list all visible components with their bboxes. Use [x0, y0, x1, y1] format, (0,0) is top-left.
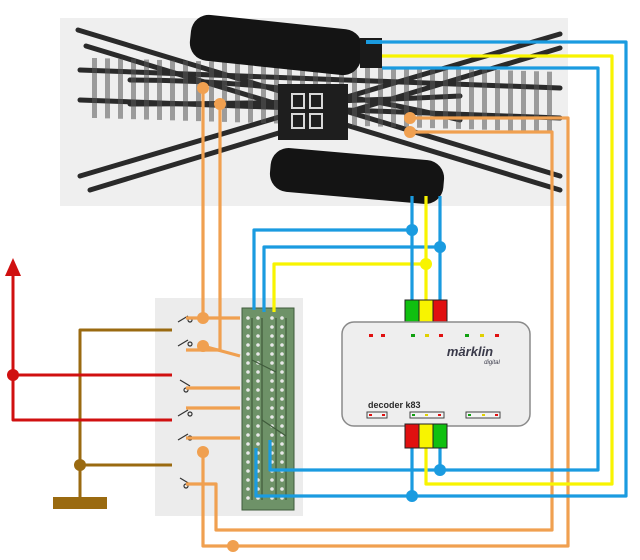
point-motor-top: [189, 14, 363, 76]
crossing-frog-details: [291, 93, 323, 129]
point-motor-bottom: [269, 148, 445, 204]
ground-wiring: [78, 328, 172, 500]
decoder-port-strips: [366, 411, 501, 419]
decoder-brand: märklin: [447, 344, 493, 359]
orange-junctions: [197, 82, 416, 552]
power-wiring: [11, 270, 172, 422]
decoder-terminal-yellow-bottom: [418, 423, 434, 449]
wire-junctions: [406, 224, 446, 502]
blue-to-decoder-top: [410, 230, 442, 300]
decoder-terminal-red-bottom: [404, 423, 420, 449]
decoder-terminal-red-top: [432, 299, 448, 325]
ground-symbol: [53, 497, 107, 509]
decoder-terminal-green-bottom: [432, 423, 448, 449]
decoder-brand-sub: digital: [484, 360, 500, 366]
decoder-terminal-green-top: [404, 299, 420, 325]
decoder-indicator-dots: [369, 334, 499, 337]
blue-wiring: [252, 40, 628, 498]
power-arrow-icon: [5, 258, 21, 276]
ground-junction: [74, 459, 86, 471]
power-junction: [7, 369, 19, 381]
circuit-board-traces: [251, 318, 287, 500]
circuit-board: [241, 307, 295, 511]
crossing-frog: [278, 84, 348, 140]
decoder-terminal-yellow-top: [418, 299, 434, 325]
double-slip-switch-track: [60, 14, 568, 206]
motor-connector-top: [360, 38, 382, 68]
decoder-k83: märklin digital decoder k83: [341, 299, 531, 449]
decoder-body: [341, 321, 531, 427]
decoder-model: decoder k83: [368, 400, 421, 410]
